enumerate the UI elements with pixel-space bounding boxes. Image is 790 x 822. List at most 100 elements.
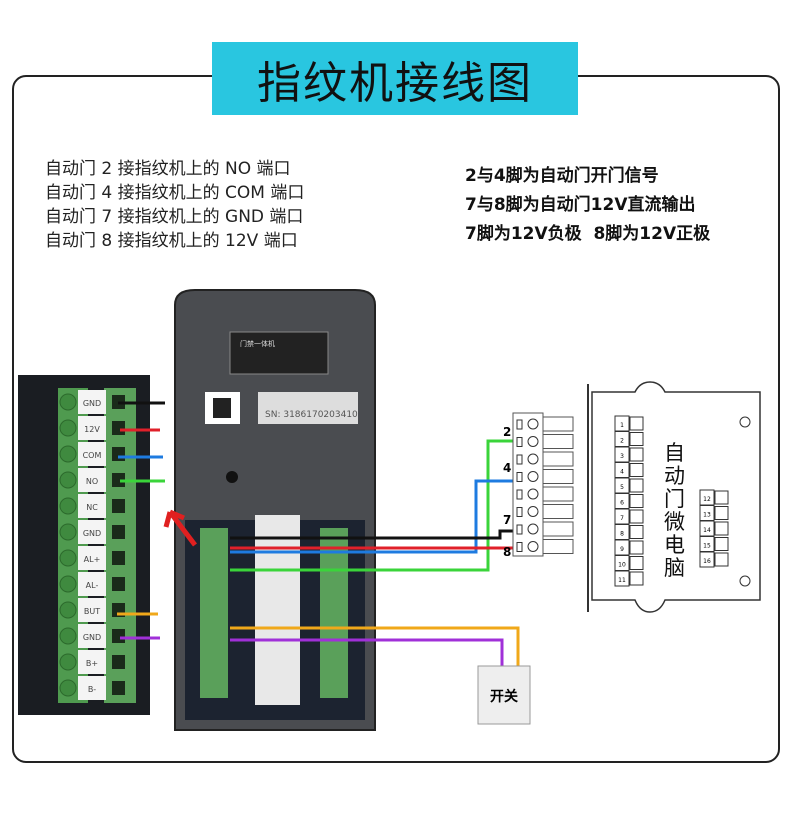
- terminal-label: BUT: [84, 607, 100, 616]
- pin-label-4: 4: [503, 461, 511, 475]
- screw-icon: [59, 575, 77, 593]
- device-label-plate: [229, 331, 329, 375]
- serial-number: SN: 3186170203410: [265, 410, 358, 420]
- rj45-socket: [213, 398, 231, 418]
- controller-terminal-label: 12: [703, 496, 711, 503]
- screw-icon: [59, 419, 77, 437]
- device-terminal-left: [200, 528, 228, 698]
- terminal-label-box: [78, 598, 106, 622]
- screw-icon: [59, 523, 77, 541]
- controller-terminal: [629, 540, 644, 555]
- switch-box[interactable]: [477, 665, 531, 725]
- switch-label: 开关: [490, 688, 518, 705]
- controller-terminal: [629, 556, 644, 570]
- controller-terminal: [714, 490, 729, 505]
- terminal-label: AL-: [86, 581, 99, 590]
- controller-terminal-label: 5: [620, 484, 624, 491]
- screw-icon: [527, 541, 539, 552]
- controller-terminal-label: 1: [620, 422, 624, 429]
- screw-icon: [59, 549, 77, 567]
- device-label-title: 门禁一体机: [240, 339, 275, 348]
- connector-blade: [542, 504, 574, 519]
- screw-icon: [527, 418, 539, 430]
- connector-pin: [516, 542, 523, 552]
- controller-terminal-label: 8: [620, 531, 624, 538]
- screw-icon: [59, 497, 77, 515]
- controller-terminal: [714, 537, 729, 551]
- note: 自动门 2 接指纹机上的 NO 端口: [45, 159, 291, 179]
- controller-terminal: [714, 506, 729, 520]
- controller-terminal: [714, 521, 729, 536]
- screw-icon: [527, 453, 539, 465]
- door-connector: [512, 412, 544, 557]
- serial-sticker: [258, 392, 358, 424]
- terminal-label-box: [78, 624, 106, 648]
- screw-icon: [527, 506, 539, 517]
- connector-blade: [542, 486, 574, 502]
- connector-pin: [516, 489, 523, 500]
- connector-blade: [542, 434, 574, 449]
- terminal-socket: [112, 629, 125, 643]
- controller-terminal-label: 13: [703, 512, 711, 519]
- controller-terminal: [629, 494, 644, 508]
- note: 自动门 4 接指纹机上的 COM 端口: [45, 183, 305, 203]
- pin-label-2: 2: [503, 425, 511, 439]
- connector-blade: [542, 469, 574, 484]
- connector-pin: [516, 419, 523, 430]
- controller-terminal: [629, 463, 644, 477]
- ribbon-cable: [255, 515, 300, 705]
- connector-pin: [516, 437, 523, 447]
- controller-terminal: [629, 447, 644, 462]
- terminal-label: NC: [86, 503, 98, 512]
- terminal-label-box: [78, 468, 106, 492]
- device-terminal-right: [320, 528, 348, 698]
- terminal-socket: [112, 473, 125, 487]
- terminal-label: AL+: [84, 555, 101, 564]
- device-button: [226, 471, 238, 483]
- terminal-label-box: [78, 572, 106, 596]
- connector-pin: [516, 472, 523, 482]
- terminal-label: B-: [88, 685, 96, 694]
- controller-terminal-label: 4: [620, 469, 624, 476]
- controller-terminal-label: 11: [618, 577, 626, 584]
- terminal-socket-strip: [104, 388, 136, 703]
- controller-terminal: [629, 571, 644, 586]
- screw-icon: [59, 653, 77, 671]
- note: 自动门 8 接指纹机上的 12V 端口: [45, 231, 298, 251]
- pin-label-8: 8: [503, 545, 511, 559]
- controller-terminal-label: 10: [618, 562, 626, 569]
- screw-icon: [527, 488, 539, 500]
- terminal-label-box: [78, 676, 106, 700]
- controller-terminal-label: 9: [620, 546, 624, 553]
- terminal-socket: [112, 447, 125, 461]
- controller-terminal-label: 14: [703, 527, 711, 534]
- screw-icon: [527, 436, 539, 447]
- controller-terminal-label: 6: [620, 500, 624, 507]
- terminal-label: GND: [83, 529, 101, 538]
- terminal-label: B+: [86, 659, 98, 668]
- terminal-label-box: [78, 520, 106, 544]
- terminal-label: COM: [83, 451, 102, 460]
- controller-terminal: [629, 478, 644, 493]
- terminal-socket: [112, 681, 125, 695]
- diagram-title: 指纹机接线图: [212, 42, 578, 115]
- connector-pin: [516, 507, 523, 517]
- terminal-label: 12V: [84, 425, 100, 434]
- controller-terminal-label: 15: [703, 543, 711, 550]
- terminal-socket: [112, 499, 125, 513]
- terminal-socket: [112, 577, 125, 591]
- screw-icon: [59, 445, 77, 463]
- connector-pin: [516, 524, 523, 535]
- controller-terminal-label: 7: [620, 515, 624, 522]
- terminal-socket: [112, 525, 125, 539]
- note: 7与8脚为自动门12V直流输出: [465, 195, 696, 215]
- note: 自动门 7 接指纹机上的 GND 端口: [45, 207, 304, 227]
- controller-terminal: [629, 416, 644, 431]
- screw-icon: [59, 601, 77, 619]
- terminal-label-box: [78, 416, 106, 440]
- screw-icon: [527, 523, 539, 535]
- controller-terminal: [629, 432, 644, 446]
- screw-icon: [59, 627, 77, 645]
